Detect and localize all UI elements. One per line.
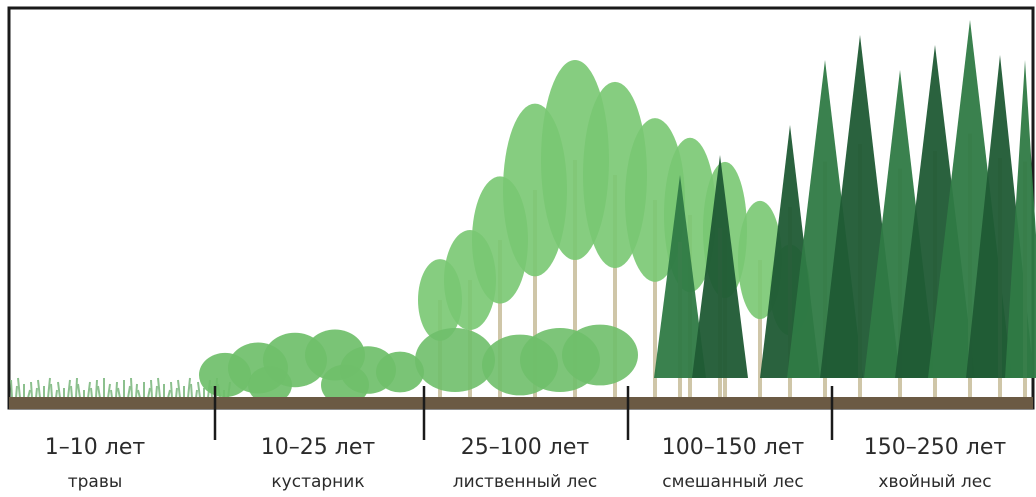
- vegetation-layer: [10, 20, 1036, 406]
- grass-blade: [130, 377, 133, 399]
- grass-blade: [155, 385, 158, 399]
- grass-blade: [177, 379, 181, 399]
- birch-trunk: [498, 240, 502, 398]
- stage-1-name: травы: [67, 472, 123, 492]
- spruce-crown: [692, 155, 748, 378]
- grass-blade: [170, 381, 173, 399]
- stage-4-name: смешанный лес: [662, 472, 804, 492]
- grass-blade: [17, 377, 21, 399]
- deciduous-bush: [562, 324, 638, 386]
- grass-blade: [37, 379, 41, 399]
- stage-5-name: хвойный лес: [878, 472, 992, 492]
- grass-blade: [157, 377, 161, 399]
- grass-blade: [187, 377, 191, 399]
- grass-blade: [110, 389, 113, 399]
- grass-blade: [50, 383, 53, 399]
- birch-trunk: [533, 190, 537, 398]
- grass-blade: [57, 381, 61, 399]
- grass-blade: [97, 385, 101, 399]
- grass-blade: [127, 385, 131, 399]
- grass-blade: [30, 381, 33, 399]
- grass-blade: [15, 385, 18, 399]
- grass-blade: [67, 379, 71, 399]
- shrub: [321, 364, 369, 406]
- birch-trunk: [613, 175, 617, 398]
- grass-blade: [115, 381, 118, 399]
- ground-strip: [9, 397, 1033, 409]
- grass-blade: [27, 389, 31, 399]
- birch-trunk: [758, 260, 762, 398]
- grass-blade: [197, 381, 201, 399]
- birch-trunk: [573, 160, 577, 398]
- stage-1-years: 1–10 лет: [44, 435, 146, 460]
- grass-blade: [150, 379, 153, 399]
- grass-blade: [175, 387, 178, 399]
- grass-blade: [95, 379, 98, 399]
- grass-blade: [167, 389, 171, 399]
- grass-blade: [137, 389, 141, 399]
- grass-blade: [10, 379, 13, 399]
- stage-2-name: кустарник: [271, 472, 365, 492]
- stage-4-years: 100–150 лет: [661, 435, 805, 460]
- grass-blade: [75, 377, 78, 399]
- shrub: [376, 351, 424, 393]
- grass-blade: [147, 387, 151, 399]
- grass-blade: [47, 377, 51, 399]
- deciduous-bush: [415, 328, 495, 392]
- stage-3-name: лиственный лес: [452, 472, 598, 492]
- stage-5-years: 150–250 лет: [863, 435, 1007, 460]
- grass-blade: [195, 389, 198, 399]
- grass-blade: [55, 389, 58, 399]
- grass-blade: [90, 387, 93, 399]
- spruce-crown: [1005, 60, 1036, 378]
- grass-blade: [190, 383, 193, 399]
- grass-blade: [107, 383, 111, 399]
- grass-blade: [117, 387, 121, 399]
- grass-blade: [77, 383, 81, 399]
- grass-blade: [35, 387, 38, 399]
- grass-blade: [135, 383, 138, 399]
- grass-blade: [87, 381, 91, 399]
- shrub: [248, 366, 292, 404]
- spruce-crown: [654, 175, 706, 378]
- birch-trunk: [653, 200, 657, 398]
- stage-2-years: 10–25 лет: [260, 435, 376, 460]
- grass-blade: [70, 385, 73, 399]
- stage-3-years: 25–100 лет: [460, 435, 590, 460]
